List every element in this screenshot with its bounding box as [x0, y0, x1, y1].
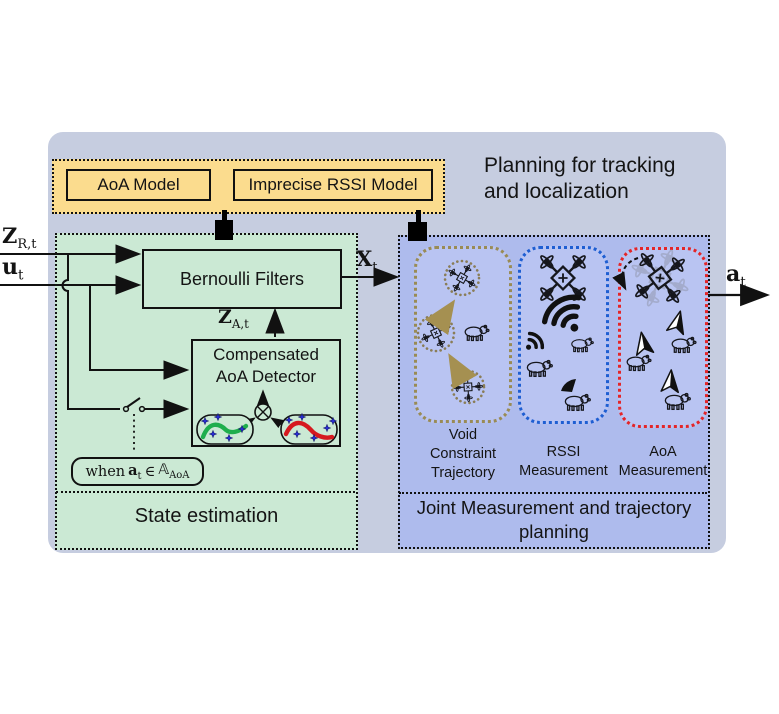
element-of-symbol: ∈	[144, 463, 156, 480]
state-panel-divider	[56, 491, 355, 493]
detector-label-line2: AoA Detector	[215, 367, 317, 386]
input-label-zrt: ZR,t	[2, 223, 37, 253]
connector-square-icon	[408, 222, 427, 241]
when-set: 𝔸AoA	[158, 462, 190, 481]
state-estimation-panel: Bernoulli Filters Compensated AoA Detect…	[55, 233, 358, 550]
output-label-xt: Xt	[356, 246, 378, 276]
title-line2: and localization	[484, 180, 629, 203]
diagram-title: Planning for tracking and localization	[484, 153, 724, 205]
aoa-model-box: AoA Model	[66, 169, 211, 201]
rssi-model-box: Imprecise RSSI Model	[233, 169, 433, 201]
input-label-ut: ut	[2, 254, 24, 284]
connector-stem-right	[416, 210, 421, 223]
models-panel: AoA Model Imprecise RSSI Model	[52, 159, 445, 214]
when-prefix: when	[85, 463, 126, 480]
void-constraint-pill	[414, 246, 512, 423]
connector-stem-left	[222, 210, 227, 221]
joint-planning-caption: Joint Measurement and trajectory plannin…	[416, 497, 692, 542]
state-estimation-caption: State estimation	[134, 505, 279, 527]
rssi-model-label: Imprecise RSSI Model	[248, 175, 418, 194]
when-condition-box: when at ∈ 𝔸AoA	[71, 457, 204, 486]
title-line1: Planning for tracking	[484, 154, 676, 177]
rssi-measurement-pill	[518, 246, 609, 424]
bernoulli-filters-label: Bernoulli Filters	[179, 268, 305, 289]
aoa-measurement-pill	[618, 247, 708, 428]
joint-planning-panel: Void Constraint Trajectory RSSI Measurem…	[398, 235, 710, 549]
planning-panel-divider	[399, 492, 707, 494]
bernoulli-filters-box: Bernoulli Filters	[142, 249, 342, 309]
aoa-model-label: AoA Model	[97, 175, 180, 194]
aoa-pill-caption: AoA Measurement	[618, 444, 708, 479]
rssi-pill-caption: RSSI Measurement	[519, 444, 608, 479]
detector-label-line1: Compensated	[213, 345, 319, 364]
connector-square-icon	[215, 220, 233, 240]
void-pill-caption: Void Constraint Trajectory	[429, 427, 497, 481]
signal-label-zat: ZA,t	[218, 306, 249, 331]
when-vector: at	[128, 461, 142, 482]
compensated-aoa-detector-box: Compensated AoA Detector	[191, 339, 341, 447]
output-label-at: at	[726, 261, 746, 291]
